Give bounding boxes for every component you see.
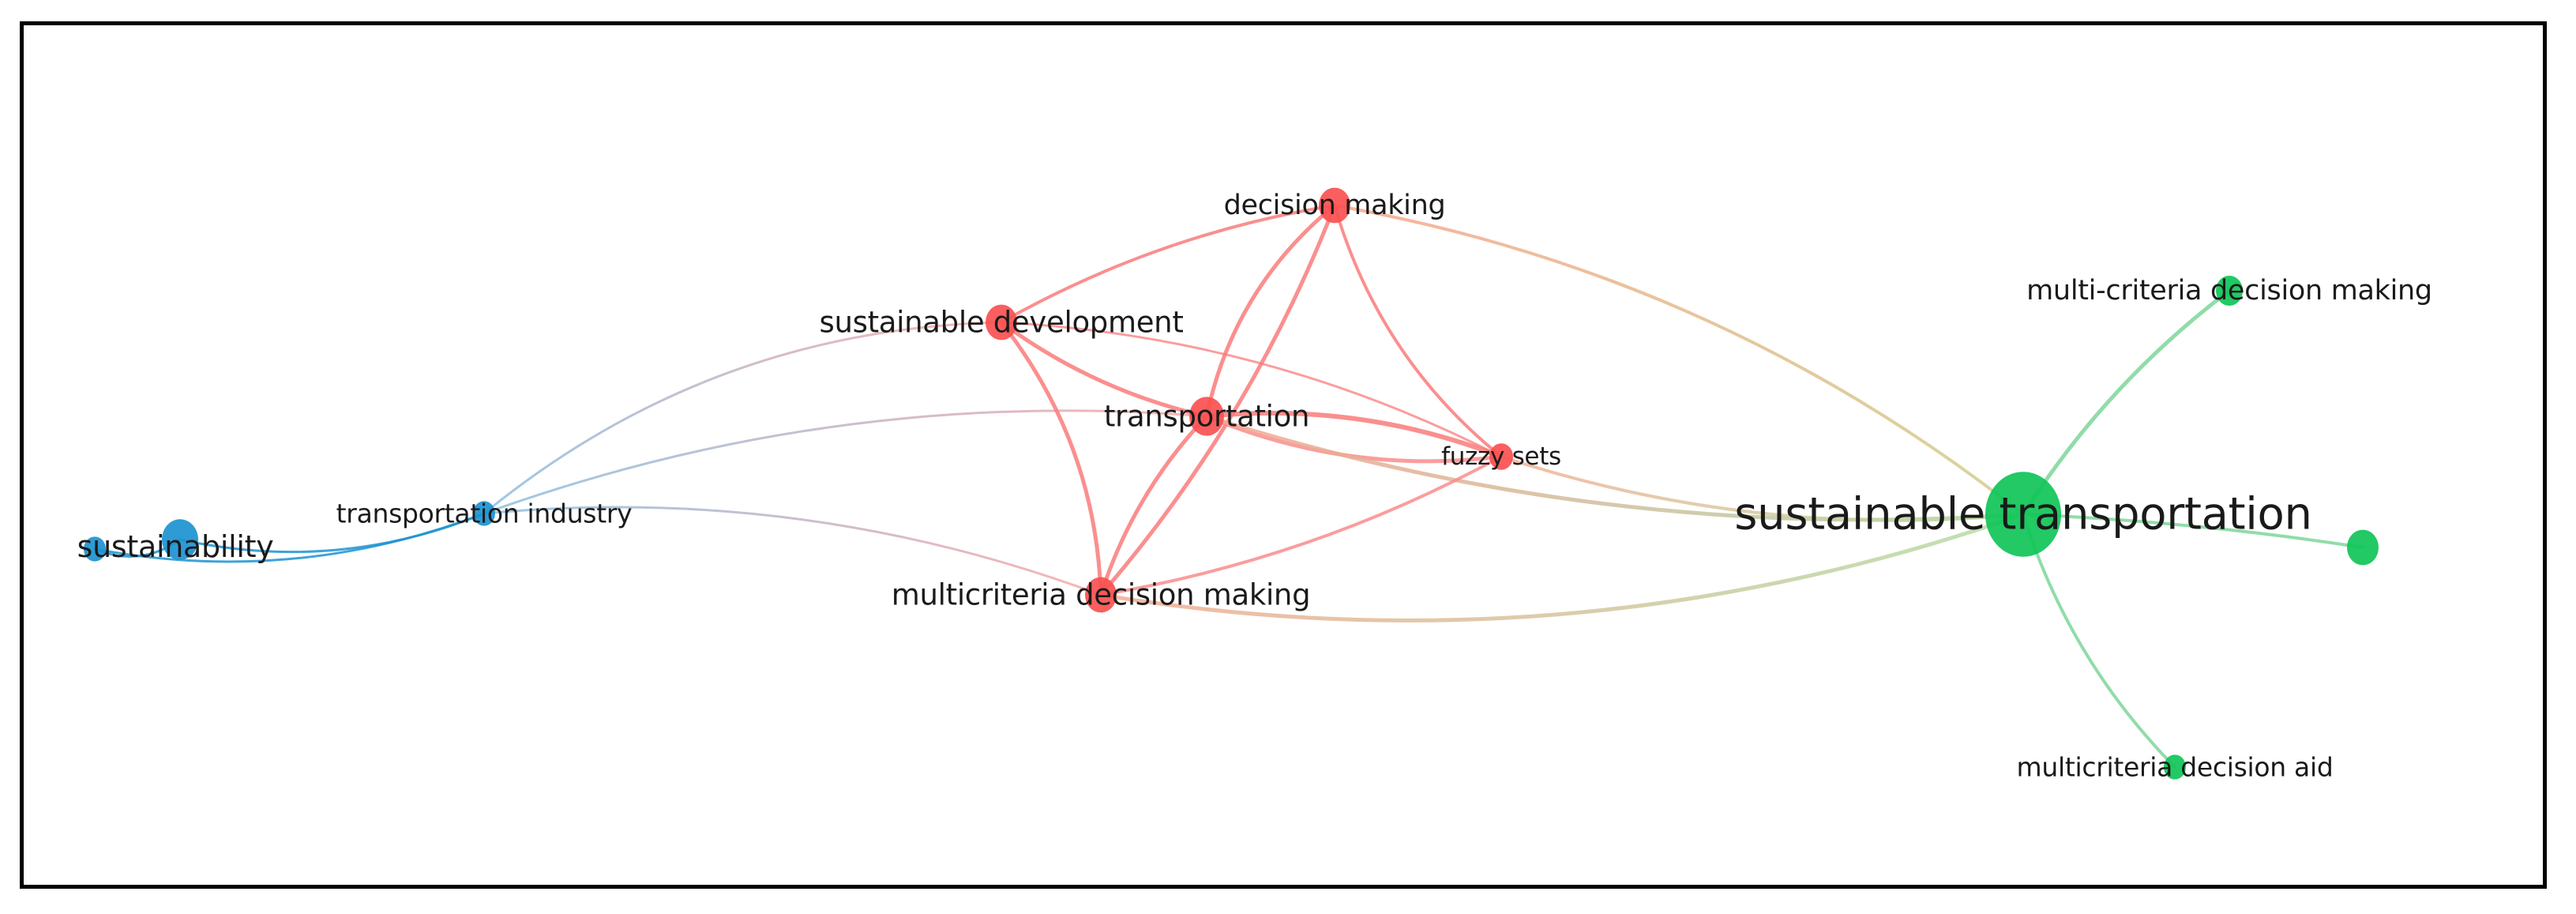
node-sustainable-transportation[interactable] xyxy=(1985,472,2061,557)
node-multicriteria-decision-aid[interactable] xyxy=(2164,754,2186,780)
edge-sustainable-development--multicriteria-decision-making xyxy=(999,320,1103,597)
edge-transportation--multicriteria-decision-making xyxy=(1098,414,1209,597)
edge-transportation-industry--transportation xyxy=(483,409,1208,515)
edge-sustainable-development--decision-making xyxy=(1000,204,1336,324)
node-multi-criteria-decision-making[interactable] xyxy=(2216,275,2243,307)
edge-sustainability-hub--transportation-industry xyxy=(178,512,486,554)
edge-sustainable-development--fuzzy-sets xyxy=(1000,321,1503,458)
edge-transportation-industry--multicriteria-decision-making xyxy=(483,506,1102,596)
edge-transportation--sustainable-transportation xyxy=(1204,414,2026,522)
edges-layer xyxy=(93,203,2364,769)
map-frame-border xyxy=(20,21,2547,889)
edge-decision-making--fuzzy-sets xyxy=(1333,204,1503,458)
node-green-satellite[interactable] xyxy=(2347,529,2379,566)
node-transportation[interactable] xyxy=(1189,397,1224,436)
node-sustainability[interactable] xyxy=(84,536,106,562)
node-transportation-industry[interactable] xyxy=(473,501,495,526)
edge-multicriteria-decision-making--sustainable-transportation xyxy=(1098,512,2026,622)
node-multicriteria-decision-making[interactable] xyxy=(1085,577,1117,613)
nodes-layer[interactable] xyxy=(84,187,2379,780)
edge-sustainable-transportation--multicriteria-decision-aid xyxy=(2022,513,2176,769)
edge-decision-making--transportation xyxy=(1204,203,1337,419)
edge-sustainable-development--transportation xyxy=(999,320,1209,419)
edge-decision-making--multicriteria-decision-making xyxy=(1098,203,1337,597)
edge-transportation-industry--sustainable-development xyxy=(483,321,1003,515)
edge-sustainable-transportation--multi-criteria-decision-making xyxy=(2021,288,2232,517)
node-decision-making[interactable] xyxy=(1319,187,1350,224)
node-sustainable-development[interactable] xyxy=(986,304,1017,340)
edge-transportation--fuzzy-sets xyxy=(1204,410,1504,459)
edge-multicriteria-decision-making--fuzzy-sets xyxy=(1099,455,1503,596)
edge-decision-making--sustainable-transportation xyxy=(1333,204,2025,516)
node-sustainability-hub[interactable] xyxy=(162,519,198,560)
edge-fuzzy-sets--sustainable-transportation xyxy=(1500,455,2025,522)
edge-sustainable-transportation--green-satellite xyxy=(2022,513,2364,549)
node-fuzzy-sets[interactable] xyxy=(1489,443,1513,470)
edge-sustainability--transportation-industry xyxy=(93,512,486,563)
